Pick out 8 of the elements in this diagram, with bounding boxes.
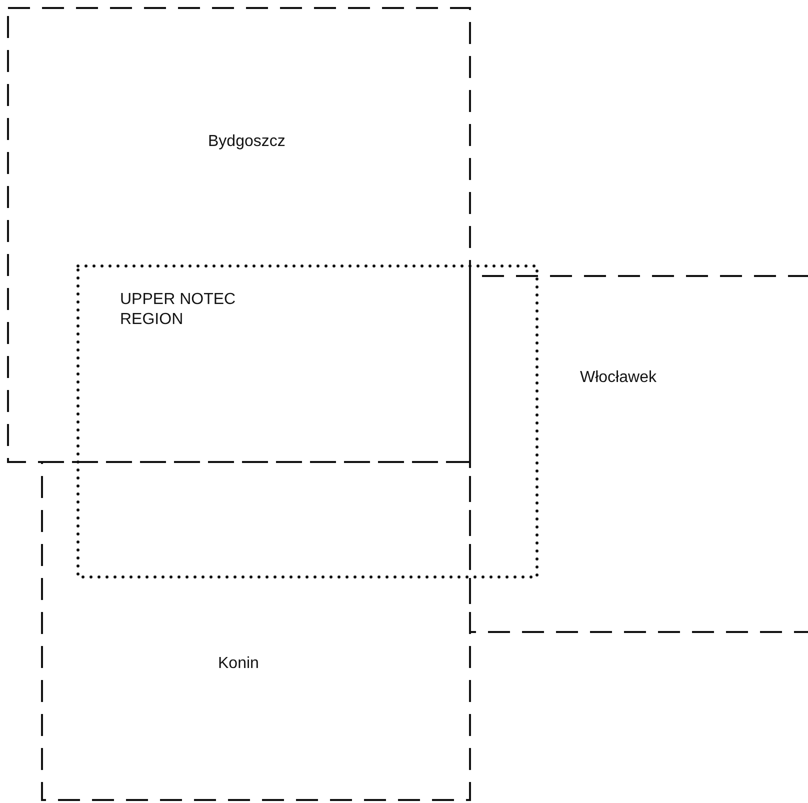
dashed-region-outline xyxy=(42,462,470,800)
region-name: Bydgoszcz xyxy=(208,132,286,152)
region-name: Włocławek xyxy=(580,368,658,388)
region-name: Konin xyxy=(218,654,260,674)
dashed-region-outline xyxy=(8,8,470,462)
dashed-region-outline xyxy=(470,276,808,632)
dotted-region-outline xyxy=(78,266,537,577)
region-name: UPPER NOTEC REGION xyxy=(120,290,237,330)
